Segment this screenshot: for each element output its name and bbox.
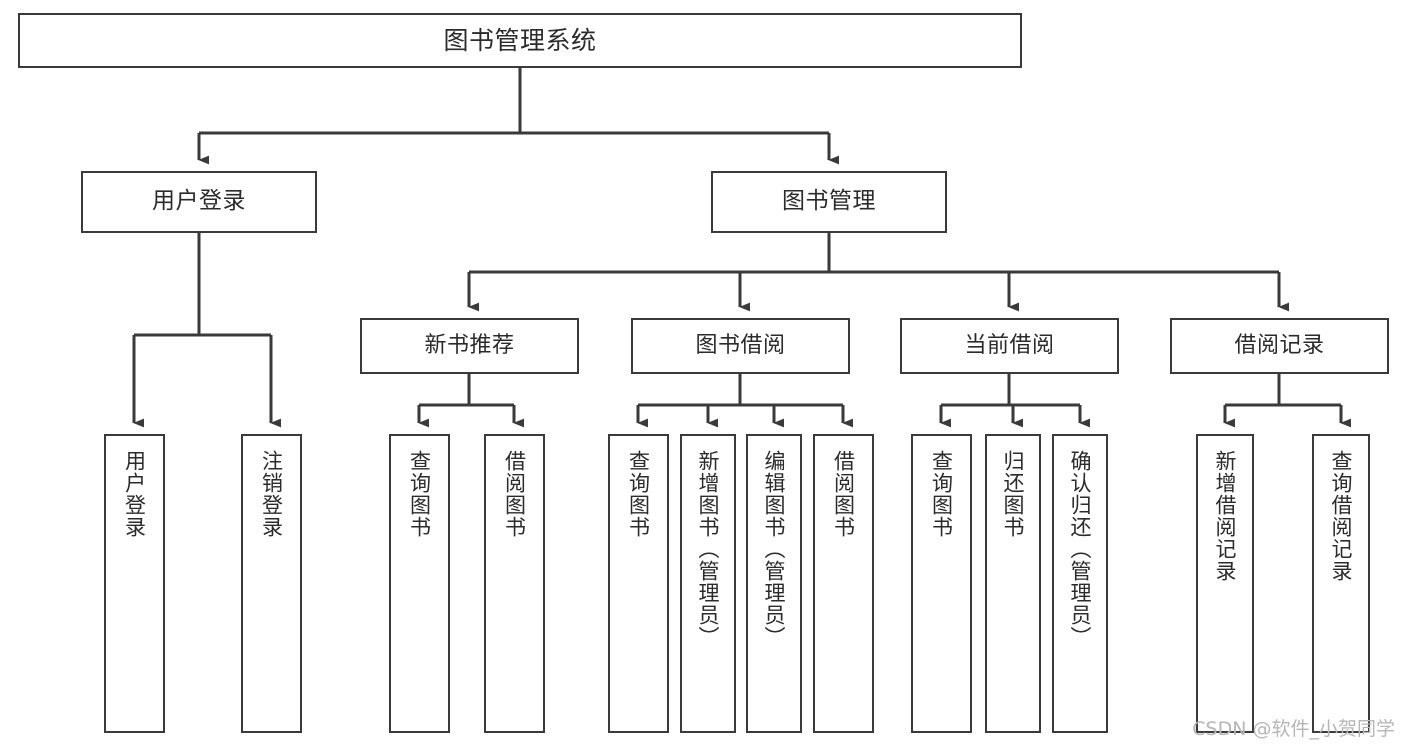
node-new-book-recommend[interactable]: 新书推荐 xyxy=(360,318,579,374)
node-leaf-query-book-borrow[interactable]: 查询图书 xyxy=(608,434,669,733)
node-leaf-borrow-book-recommend[interactable]: 借阅图书 xyxy=(484,434,545,733)
node-leaf-query-borrow-record[interactable]: 查询借阅记录 xyxy=(1312,434,1370,733)
node-label-new-book-recommend: 新书推荐 xyxy=(424,333,515,359)
node-label-user-login: 用户登录 xyxy=(152,188,246,215)
node-leaf-logout[interactable]: 注销登录 xyxy=(241,434,302,733)
node-label-book-manage: 图书管理 xyxy=(782,188,876,215)
node-label-leaf-return-book: 归还图书 xyxy=(1001,450,1026,538)
node-label-leaf-confirm-return: 确认归还（管理员） xyxy=(1068,450,1093,648)
node-leaf-borrow-book[interactable]: 借阅图书 xyxy=(813,434,874,733)
node-current-borrow[interactable]: 当前借阅 xyxy=(900,318,1119,374)
node-leaf-query-book-recommend[interactable]: 查询图书 xyxy=(389,434,450,733)
connector-group xyxy=(132,68,1352,428)
node-leaf-edit-book[interactable]: 编辑图书（管理员） xyxy=(746,434,802,733)
node-label-leaf-logout: 注销登录 xyxy=(259,450,284,538)
node-label-leaf-add-book: 新增图书（管理员） xyxy=(696,450,721,648)
node-label-leaf-query-borrow-record: 查询借阅记录 xyxy=(1329,450,1354,582)
node-root[interactable]: 图书管理系统 xyxy=(18,13,1022,68)
node-label-leaf-user-login: 用户登录 xyxy=(122,450,147,538)
node-borrow-record[interactable]: 借阅记录 xyxy=(1170,318,1389,374)
node-label-current-borrow: 当前借阅 xyxy=(964,333,1055,359)
node-label-leaf-edit-book: 编辑图书（管理员） xyxy=(762,450,787,648)
node-label-root: 图书管理系统 xyxy=(443,25,597,55)
node-leaf-return-book[interactable]: 归还图书 xyxy=(985,434,1041,733)
node-leaf-add-book[interactable]: 新增图书（管理员） xyxy=(680,434,736,733)
node-label-leaf-query-book-recommend: 查询图书 xyxy=(407,450,432,538)
node-label-book-borrow: 图书借阅 xyxy=(695,333,786,359)
node-label-leaf-add-borrow-record: 新增借阅记录 xyxy=(1213,450,1238,582)
node-leaf-confirm-return[interactable]: 确认归还（管理员） xyxy=(1052,434,1108,733)
node-user-login[interactable]: 用户登录 xyxy=(81,171,317,233)
node-leaf-add-borrow-record[interactable]: 新增借阅记录 xyxy=(1196,434,1254,733)
node-leaf-query-book-current[interactable]: 查询图书 xyxy=(911,434,972,733)
node-label-borrow-record: 借阅记录 xyxy=(1234,333,1325,359)
node-label-leaf-borrow-book: 借阅图书 xyxy=(831,450,856,538)
node-book-manage[interactable]: 图书管理 xyxy=(711,171,947,233)
node-label-leaf-query-book-borrow: 查询图书 xyxy=(626,450,651,538)
node-label-leaf-query-book-current: 查询图书 xyxy=(929,450,954,538)
node-leaf-user-login[interactable]: 用户登录 xyxy=(104,434,165,733)
node-book-borrow[interactable]: 图书借阅 xyxy=(631,318,850,374)
node-label-leaf-borrow-book-recommend: 借阅图书 xyxy=(502,450,527,538)
